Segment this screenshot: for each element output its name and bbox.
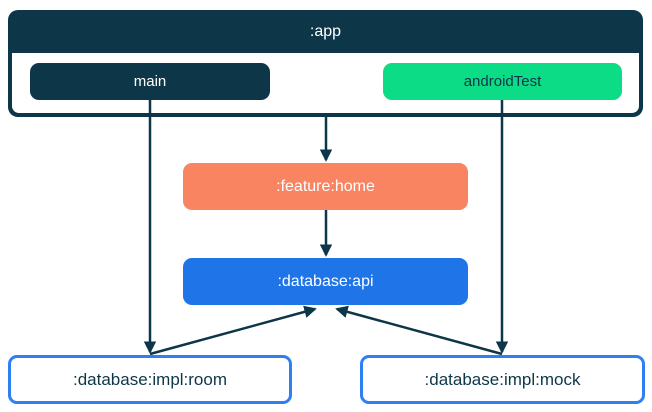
node-database-impl-room-label: :database:impl:room: [72, 369, 228, 389]
node-database-impl-mock: :database:impl:mock: [360, 355, 645, 404]
node-database-api: :database:api: [183, 258, 468, 305]
node-app-label: :app: [309, 22, 342, 40]
node-main-label: main: [133, 73, 167, 90]
node-source-set-main: main: [30, 63, 270, 100]
node-app-header: :app: [8, 10, 643, 53]
edge-impl-room-to-database-api: [149, 305, 317, 356]
node-source-set-androidtest: androidTest: [383, 63, 622, 100]
node-androidtest-label: androidTest: [463, 73, 542, 90]
node-database-impl-room: :database:impl:room: [8, 355, 292, 404]
node-database-api-label: :database:api: [277, 272, 374, 290]
node-feature-home: :feature:home: [183, 163, 468, 210]
edge-impl-mock-to-database-api: [335, 305, 503, 356]
node-feature-home-label: :feature:home: [276, 177, 375, 195]
node-database-impl-mock-label: :database:impl:mock: [424, 369, 581, 389]
